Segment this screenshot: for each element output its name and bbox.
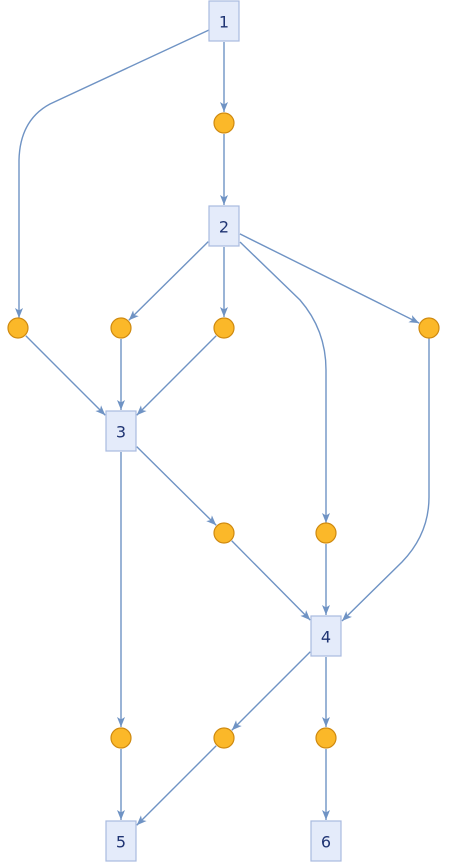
edge-dR-n4	[341, 338, 430, 622]
edge-n3-d3	[136, 446, 217, 526]
graph-node-label: 4	[321, 628, 331, 647]
edge-n1-dL	[15, 29, 210, 318]
graph-node-label: 1	[219, 13, 229, 32]
graph-dot-d3	[213, 522, 235, 544]
edge-d2b-n3	[136, 335, 217, 416]
graph-node-4: 4	[310, 615, 342, 657]
graph-dot-dR	[418, 317, 440, 339]
graph-dot-d4	[315, 522, 337, 544]
edge-n4-d5b	[231, 651, 311, 731]
graph-node-label: 2	[219, 218, 229, 237]
edge-d5b-n5	[136, 745, 217, 826]
graph-dot-d1	[213, 112, 235, 134]
graph-dot-d6	[315, 727, 337, 749]
edges-layer	[15, 29, 430, 826]
graph-dot-dL	[7, 317, 29, 339]
graph-node-box	[208, 205, 240, 247]
boxes-layer: 1 2 3 4 5 6	[105, 0, 342, 862]
graph-node-box	[208, 0, 240, 42]
graph-node-label: 6	[321, 833, 331, 852]
graph-node-box	[310, 615, 342, 657]
graph-node-2: 2	[208, 205, 240, 247]
graph-node-box	[310, 820, 342, 862]
graph-node-box	[105, 820, 137, 862]
edge-n2-dR	[239, 233, 420, 324]
edge-dL-n3	[25, 335, 106, 416]
graph-dot-d5b	[213, 727, 235, 749]
graph-node-3: 3	[105, 410, 137, 452]
graph-dot-d2a	[110, 317, 132, 339]
graph-node-1: 1	[208, 0, 240, 42]
graph-node-label: 5	[116, 833, 126, 852]
edge-d3-n4	[231, 540, 311, 621]
graph-node-5: 5	[105, 820, 137, 862]
edge-n2-d2a	[128, 241, 209, 321]
graph-node-6: 6	[310, 820, 342, 862]
dots-layer	[7, 112, 440, 749]
graph-dot-d5a	[110, 727, 132, 749]
graph-node-label: 3	[116, 423, 126, 442]
edge-n2-d4	[239, 241, 330, 523]
graph-node-box	[105, 410, 137, 452]
graph-dot-d2b	[213, 317, 235, 339]
